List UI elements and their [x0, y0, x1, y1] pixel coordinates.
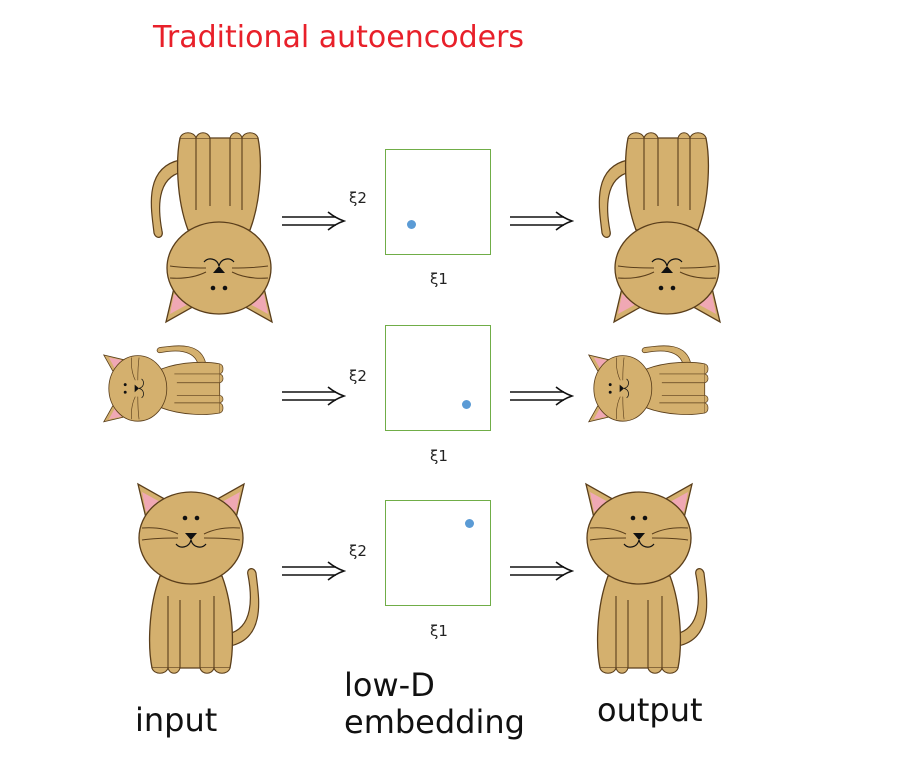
encoder-arrow	[280, 385, 346, 407]
embedding-box	[385, 500, 491, 606]
input-label: input	[135, 701, 218, 739]
decoder-arrow	[508, 560, 574, 582]
decoder-arrow	[508, 210, 574, 232]
axis-xi2-label: ξ2	[349, 367, 367, 385]
input-cat-upright	[118, 478, 278, 678]
embedding-label-line1: low-D	[344, 666, 435, 704]
embedding-box	[385, 149, 491, 255]
axis-xi1-label: ξ1	[430, 622, 448, 640]
encoder-arrow	[280, 210, 346, 232]
embedding-label: low-D embedding	[344, 667, 525, 741]
embedding-point	[462, 400, 471, 409]
output-cat-upright	[566, 478, 726, 678]
axis-xi2-label: ξ2	[349, 542, 367, 560]
input-cat-rotated	[100, 332, 280, 472]
embedding-label-line2: embedding	[344, 703, 525, 741]
encoder-arrow	[280, 560, 346, 582]
axis-xi1-label: ξ1	[430, 447, 448, 465]
embedding-point	[407, 220, 416, 229]
output-label: output	[597, 691, 703, 729]
embedding-box	[385, 325, 491, 431]
output-cat-rotated	[585, 332, 765, 472]
output-cat-upside-down	[580, 128, 740, 328]
input-cat-upside-down	[132, 128, 292, 328]
axis-xi1-label: ξ1	[430, 270, 448, 288]
diagram-title: Traditional autoencoders	[153, 20, 525, 55]
axis-xi2-label: ξ2	[349, 189, 367, 207]
embedding-point	[465, 519, 474, 528]
decoder-arrow	[508, 385, 574, 407]
